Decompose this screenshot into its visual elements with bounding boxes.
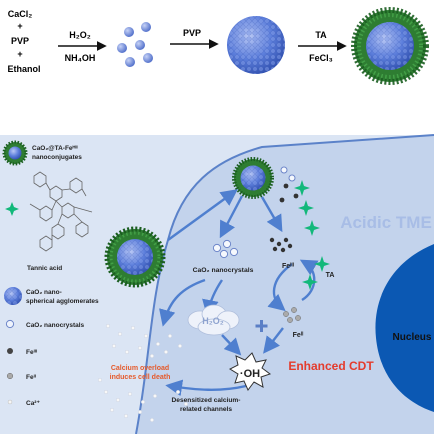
ca2-release-arrow xyxy=(159,278,206,327)
legend-tannic-acid: Tannic acid xyxy=(27,265,62,272)
enhanced-cdt-label: Enhanced CDT xyxy=(288,359,374,373)
reagent-plus-2: + xyxy=(17,49,22,59)
reagent-plus-1: + xyxy=(17,21,22,31)
legend-nanoconjugate-icon xyxy=(2,140,28,166)
legend-nanocrystal-icon xyxy=(5,319,15,329)
calcium-overload-line1: Calcium overload xyxy=(111,365,169,372)
ca2-ion-scatter xyxy=(97,324,188,423)
legend-agglomerates-line1: CaO₂ nano- xyxy=(26,289,62,296)
fe2-cluster xyxy=(283,307,301,323)
nanoconjugate-outside-icon xyxy=(104,226,166,288)
legend-nanoconjugates-line1: CaO₂@TA-Feᴴᴵᴵ xyxy=(32,145,78,152)
oh-label: ·OH xyxy=(240,368,260,380)
legend-fe3: Feᴵᴵᴵ xyxy=(26,349,37,356)
plus-icon xyxy=(255,320,268,332)
cell-panel: Nucleus Acidic TME CaO₂@TA-Feᴴᴵᴵ nanocon… xyxy=(0,134,434,434)
to-oh-arrow-right xyxy=(263,327,284,354)
legend-agglomerate-icon xyxy=(4,287,22,305)
synthesis-panel: CaCl₂ + PVP + Ethanol H₂O₂ NH₄OH PVP TA … xyxy=(8,7,429,85)
ta-label: TA xyxy=(326,272,335,279)
uptake-arrow xyxy=(167,189,238,241)
nanocrystal-cluster xyxy=(212,239,239,259)
legend-ca2: Ca²⁺ xyxy=(26,400,40,407)
reagent-cacl2: CaCl₂ xyxy=(8,9,33,19)
legend-ca2-icon xyxy=(7,399,13,405)
legend-agglomerates-line2: spherical agglomerates xyxy=(26,298,99,305)
nanoconjugate-inside-icon xyxy=(232,157,274,199)
fe2-label: Feᴵᴵ xyxy=(293,332,304,339)
step1-bottom-label: NH₄OH xyxy=(65,53,96,63)
step2-top-label: PVP xyxy=(183,28,201,38)
reagent-ethanol: Ethanol xyxy=(8,64,41,74)
step3-bottom-label: FeCl₃ xyxy=(309,53,333,63)
step1-top-label: H₂O₂ xyxy=(69,30,91,40)
fe3-cluster xyxy=(269,237,293,253)
legend-fe3-icon xyxy=(7,348,13,354)
step3-top-label: TA xyxy=(315,30,327,40)
fe-regen-arrow xyxy=(299,259,319,302)
release-fe3-arrow xyxy=(260,196,283,233)
legend: CaO₂@TA-Feᴴᴵᴵ nanoconjugates xyxy=(2,140,99,407)
nucleus xyxy=(375,244,434,412)
calcium-overload-line2: induces cell death xyxy=(110,374,171,381)
cell-membrane xyxy=(135,134,434,434)
to-oh-arrow-left xyxy=(221,334,242,356)
legend-fe2: Feᴵᴵ xyxy=(26,374,36,381)
desensitized-line1: Desensitized calcium- xyxy=(172,397,241,404)
desensitized-line2: related channels xyxy=(180,406,232,413)
tannic-acid-structure-icon xyxy=(29,171,93,252)
fe-redox-arrow xyxy=(267,263,293,312)
pathway-arrows xyxy=(159,189,319,397)
h2o2-label: H₂O₂ xyxy=(202,316,224,326)
nanoconjugate-large-icon xyxy=(351,7,429,85)
agglomerate-sphere-icon xyxy=(227,16,285,74)
cao2-nanocrystals-icon xyxy=(117,22,153,67)
desensitize-arrow xyxy=(165,379,247,397)
release-nanocrystals-arrow xyxy=(219,195,244,239)
cao2-nanocrystals-label: CaO₂ nanocrystals xyxy=(193,267,254,274)
released-particles xyxy=(279,166,299,203)
nucleus-label: Nucleus xyxy=(393,332,432,343)
oh-burst-icon xyxy=(228,352,272,391)
sparkle-icon xyxy=(5,202,19,216)
h2o2-cloud xyxy=(187,304,240,336)
acidic-tme-label: Acidic TME xyxy=(340,213,432,232)
fe3-label: Feᴵᴵᴵ xyxy=(282,263,294,270)
reagent-pvp: PVP xyxy=(11,36,29,46)
legend-nanoconjugates-line2: nanoconjugates xyxy=(32,154,82,161)
legend-fe2-icon xyxy=(6,372,14,380)
tannic-acid-sparkles xyxy=(294,180,330,290)
legend-nanocrystals: CaO₂ nanocrystals xyxy=(26,322,85,329)
